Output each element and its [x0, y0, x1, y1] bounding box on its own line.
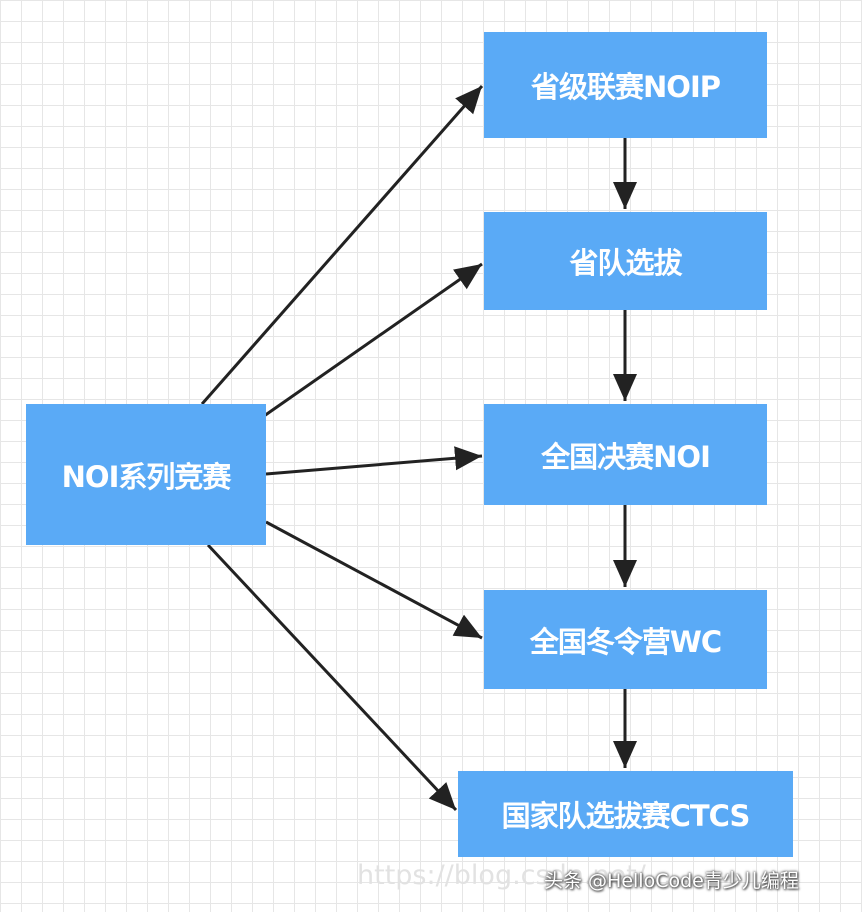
watermark-url: https://blog.csdn.net/...: [357, 860, 672, 891]
node-noi-series: NOI系列竞赛: [26, 404, 266, 545]
node-national-final-noi: 全国决赛NOI: [484, 404, 767, 505]
watermark-author: 头条 @HelloCode青少儿编程: [544, 870, 799, 892]
node-winter-camp-wc: 全国冬令营WC: [484, 590, 767, 689]
arrow-root-to-wc: [265, 520, 483, 640]
arrow-root-to-noi: [265, 446, 483, 476]
arrow-root-to-sheng: [263, 262, 483, 418]
arrow-root-to-noip: [200, 85, 484, 405]
node-national-team-ctcs: 国家队选拔赛CTCS: [458, 771, 793, 857]
node-provincial-noip: 省级联赛NOIP: [484, 32, 767, 138]
node-provincial-team-selection: 省队选拔: [484, 212, 767, 310]
arrow-root-to-ctcs: [206, 543, 458, 812]
